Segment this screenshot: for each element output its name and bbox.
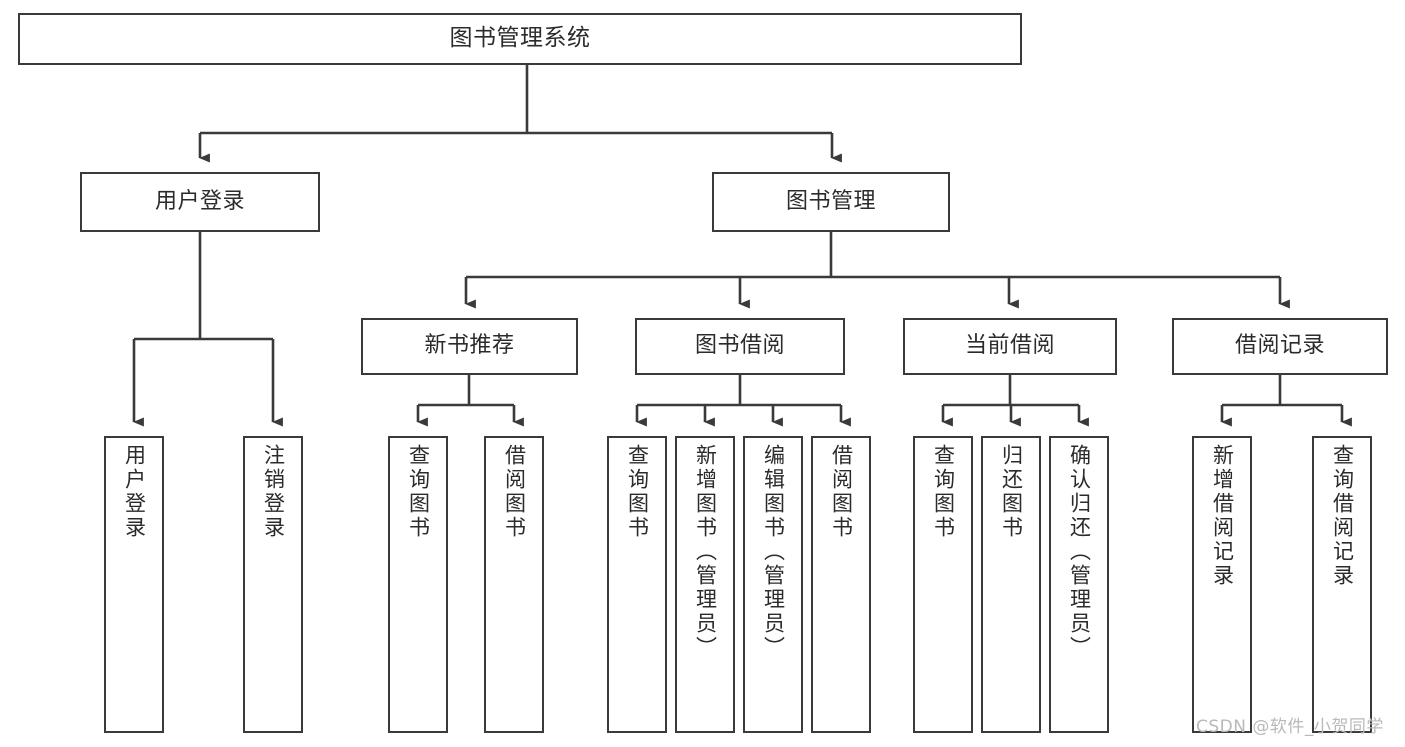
node-book-borrow-label: 图书借阅 (694, 333, 785, 359)
node-root[interactable]: 图书管理系统 (18, 13, 1022, 65)
leaf-edit-book[interactable]: 编辑图书（管理员） (743, 436, 803, 733)
node-book-management-label: 图书管理 (785, 188, 876, 214)
leaf-borrow-book[interactable]: 借阅图书 (811, 436, 871, 733)
leaf-logout[interactable]: 注销登录 (243, 436, 303, 733)
node-book-borrow[interactable]: 图书借阅 (635, 318, 845, 375)
leaf-query-book-current[interactable]: 查询图书 (913, 436, 973, 733)
node-borrow-record[interactable]: 借阅记录 (1172, 318, 1388, 375)
leaf-add-borrow-record[interactable]: 新增借阅记录 (1192, 436, 1252, 733)
leaf-user-login-label: 用户登录 (122, 444, 147, 540)
watermark: CSDN @软件_小贺同学 (1196, 717, 1384, 737)
leaf-query-book-recommend-label: 查询图书 (406, 444, 431, 540)
leaf-query-book-recommend[interactable]: 查询图书 (388, 436, 448, 733)
leaf-return-book-label: 归还图书 (999, 444, 1024, 540)
node-new-book-recommend[interactable]: 新书推荐 (361, 318, 578, 375)
node-user-login-label: 用户登录 (154, 188, 245, 214)
leaf-query-book-borrow[interactable]: 查询图书 (607, 436, 667, 733)
node-current-borrow[interactable]: 当前借阅 (903, 318, 1117, 375)
leaf-add-borrow-record-label: 新增借阅记录 (1210, 444, 1235, 588)
leaf-query-borrow-record-label: 查询借阅记录 (1330, 444, 1355, 588)
leaf-query-book-current-label: 查询图书 (931, 444, 956, 540)
leaf-query-book-borrow-label: 查询图书 (625, 444, 650, 540)
leaf-logout-label: 注销登录 (261, 444, 286, 540)
leaf-add-book[interactable]: 新增图书（管理员） (675, 436, 735, 733)
node-new-book-recommend-label: 新书推荐 (424, 333, 515, 359)
node-borrow-record-label: 借阅记录 (1234, 333, 1325, 359)
leaf-borrow-book-label: 借阅图书 (829, 444, 854, 540)
node-user-login[interactable]: 用户登录 (80, 172, 320, 232)
leaf-borrow-book-recommend-label: 借阅图书 (502, 444, 527, 540)
leaf-user-login[interactable]: 用户登录 (104, 436, 164, 733)
leaf-edit-book-label: 编辑图书（管理员） (761, 444, 786, 660)
leaf-borrow-book-recommend[interactable]: 借阅图书 (484, 436, 544, 733)
leaf-add-book-label: 新增图书（管理员） (693, 444, 718, 660)
node-root-label: 图书管理系统 (449, 25, 591, 52)
leaf-query-borrow-record[interactable]: 查询借阅记录 (1312, 436, 1372, 733)
node-current-borrow-label: 当前借阅 (964, 333, 1055, 359)
leaf-return-book[interactable]: 归还图书 (981, 436, 1041, 733)
leaf-confirm-return[interactable]: 确认归还（管理员） (1049, 436, 1109, 733)
node-book-management[interactable]: 图书管理 (712, 172, 950, 232)
leaf-confirm-return-label: 确认归还（管理员） (1067, 444, 1092, 660)
